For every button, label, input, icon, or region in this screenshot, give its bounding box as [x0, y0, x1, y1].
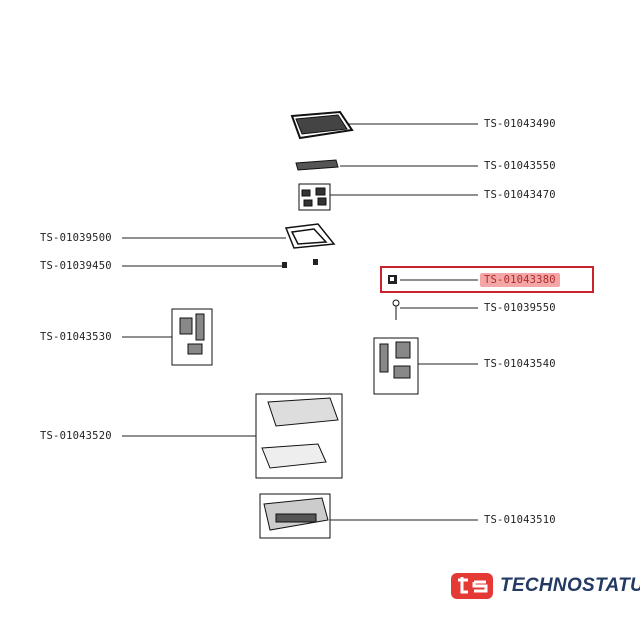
part-label[interactable]: TS-01039450 — [40, 260, 112, 272]
housing-part — [255, 393, 343, 479]
brand-logo: TECHNOSTATUS — [450, 572, 640, 600]
left-hinge-part — [171, 308, 213, 366]
part-label-selected[interactable]: TS-01043380 — [480, 273, 560, 287]
ts-logo-icon — [451, 573, 493, 599]
thermostat-part — [388, 275, 397, 284]
part-label[interactable]: TS-01043530 — [40, 331, 112, 343]
grill-plate-part — [290, 110, 354, 140]
part-label[interactable]: TS-01039550 — [484, 302, 556, 314]
part-label[interactable]: TS-01039500 — [40, 232, 112, 244]
clip-set-part — [298, 183, 331, 211]
part-label[interactable]: TS-01043550 — [484, 160, 556, 172]
heating-element-part — [284, 223, 336, 249]
base-part — [259, 493, 331, 539]
probe-part — [392, 299, 400, 320]
part-label[interactable]: TS-01043520 — [40, 430, 112, 442]
screw-part — [313, 259, 318, 265]
gasket-strip-part — [295, 159, 339, 171]
part-label[interactable]: TS-01043470 — [484, 189, 556, 201]
part-label[interactable]: TS-01043540 — [484, 358, 556, 370]
part-label[interactable]: TS-01043490 — [484, 118, 556, 130]
screw-part — [282, 262, 287, 268]
selected-part-highlight — [380, 266, 594, 293]
brand-name: TECHNOSTATUS — [500, 575, 640, 596]
part-label[interactable]: TS-01043510 — [484, 514, 556, 526]
right-hinge-part — [373, 337, 419, 395]
